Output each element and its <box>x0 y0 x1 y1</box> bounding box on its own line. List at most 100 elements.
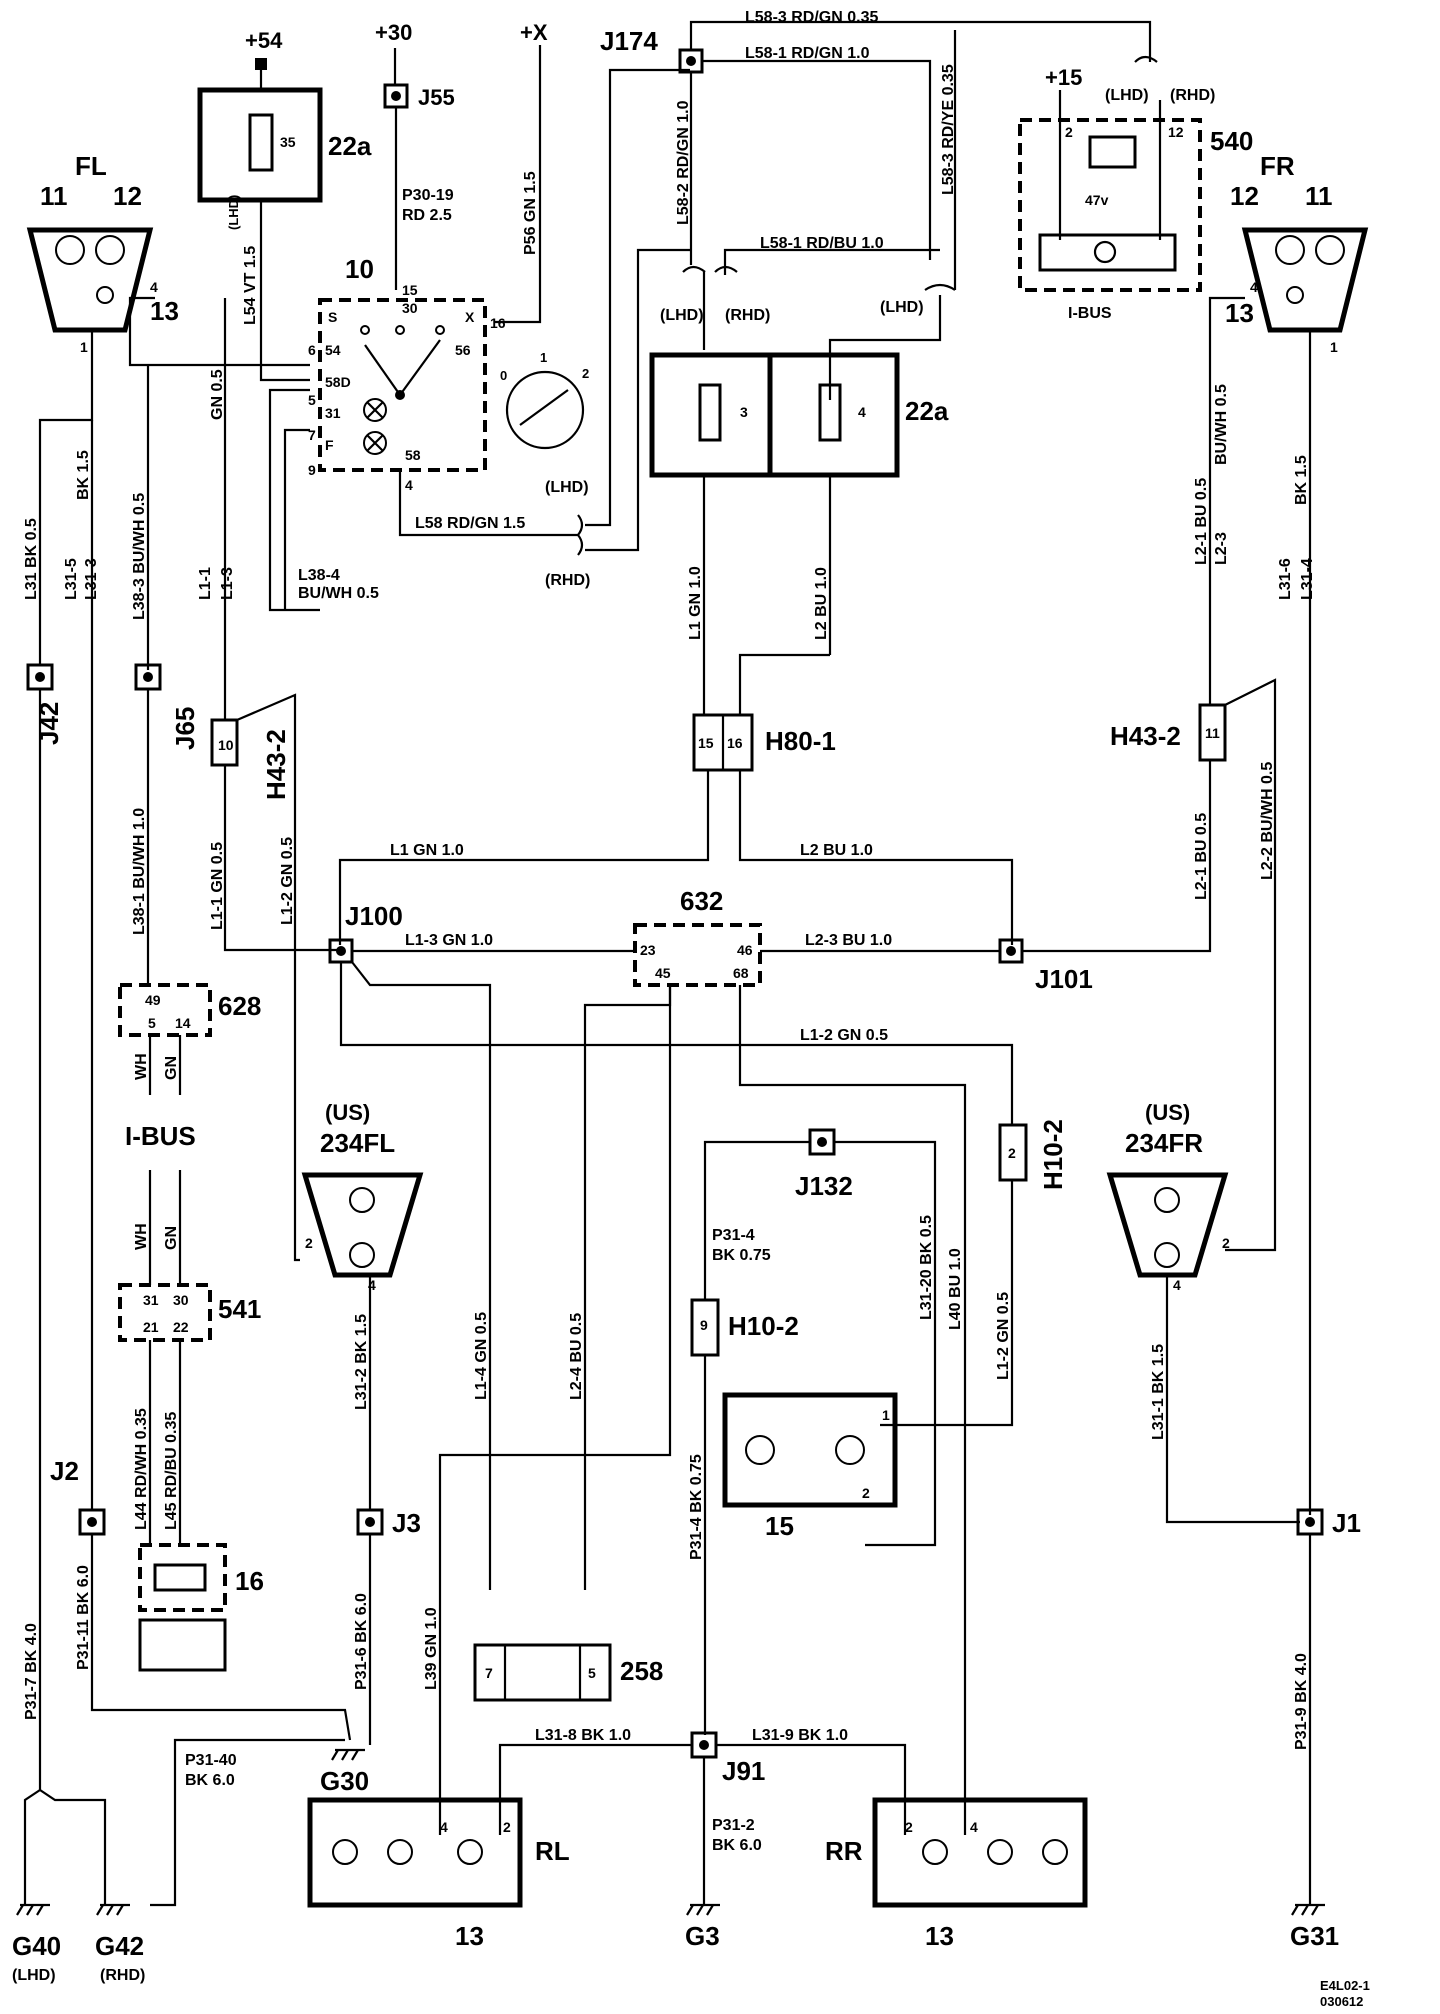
wire-l40-label: L40 BU 1.0 <box>947 1248 964 1330</box>
wire-l1-3-label: L1-3 <box>219 567 236 600</box>
wire-l58-rhd <box>585 248 690 552</box>
wire-bk075-label: BK 0.75 <box>712 1247 771 1264</box>
j2-label: J2 <box>50 1456 79 1486</box>
wire-l58-1-bu-label: L58-1 RD/BU 1.0 <box>760 235 884 252</box>
ground-g40-icon <box>16 1903 50 1916</box>
j101-label: J101 <box>1035 964 1093 994</box>
c234fl-label: 234FL <box>320 1128 395 1158</box>
component-541 <box>118 1283 212 1342</box>
fl-bulb-13 <box>96 286 114 304</box>
component-258 <box>473 1643 612 1702</box>
wire-l1-4-label: L1-4 GN 0.5 <box>473 1312 490 1400</box>
j132-label: J132 <box>795 1171 853 1201</box>
rear-right-lamp <box>872 1797 1088 1908</box>
wire-l1-2-gn-label: L1-2 GN 0.5 <box>279 837 296 925</box>
c632-pin-46: 46 <box>737 942 753 958</box>
fl-pin-1: 1 <box>80 339 88 355</box>
rear-left-lamp <box>307 1797 523 1908</box>
wire-l2-1-to-h43 <box>1022 760 1212 953</box>
wire-l39-label: L39 GN 1.0 <box>423 1607 440 1690</box>
wire-l58-3-top-label: L58-3 RD/GN 0.35 <box>745 9 878 26</box>
wire-p56-label: P56 GN 1.5 <box>522 171 539 255</box>
rr-bulb-3 <box>1042 1839 1068 1865</box>
wire-l31-6-label: L31-6 <box>1277 558 1294 600</box>
wire-l44-label: L44 RD/WH 0.35 <box>133 1408 150 1530</box>
rl-bulb-2 <box>387 1839 413 1865</box>
c540-pin-2: 2 <box>1065 124 1073 140</box>
side-marker-234fl <box>301 1172 424 1278</box>
knob-pos-0: 0 <box>500 368 507 383</box>
wire-l40 <box>738 985 967 1835</box>
fuse-box-22a-top <box>197 87 323 203</box>
ground-g3-icon <box>686 1903 720 1916</box>
c632-pin-23: 23 <box>640 942 656 958</box>
c540-label: 540 <box>1210 126 1253 156</box>
ref-code-2: 030612 <box>1320 1994 1363 2009</box>
g40-lhd-label: (LHD) <box>12 1967 56 1984</box>
headlight-symbol-icon <box>1088 135 1137 169</box>
c540-pin-12: 12 <box>1168 124 1184 140</box>
wire-rd25-label: RD 2.5 <box>402 207 452 224</box>
switch-pin-f: F <box>325 437 334 453</box>
wire-l31-1-label: L31-1 BK 1.5 <box>1150 1344 1167 1440</box>
wire-bk60-b-label: BK 6.0 <box>712 1837 762 1854</box>
rr-13-label: 13 <box>925 1921 954 1951</box>
wire-p31-4-label: P31-4 <box>712 1227 755 1244</box>
wire-l1-1-gn-label: L1-1 GN 0.5 <box>209 842 226 930</box>
c540-module <box>1038 233 1177 272</box>
light-switch-10 <box>318 298 487 472</box>
wire-bk60-label: BK 6.0 <box>185 1772 235 1789</box>
variant-lhd-d: (LHD) <box>1105 87 1149 104</box>
connector-j1-dot <box>1305 1517 1315 1527</box>
rr-bulb-1 <box>922 1839 948 1865</box>
wire-l1-2-v-label: L1-2 GN 0.5 <box>995 1292 1012 1380</box>
c16-label: 16 <box>235 1566 264 1596</box>
connector-j42-dot <box>35 672 45 682</box>
rl-pin-4: 4 <box>440 1819 448 1835</box>
h10-2-mid-pin: 9 <box>700 1317 708 1333</box>
wire-l31-5-label: L31-5 <box>63 558 80 600</box>
wire-wh1-label: WH <box>133 1053 150 1080</box>
ground-g42-icon <box>96 1903 130 1916</box>
234fl-bulb-2 <box>349 1242 375 1268</box>
c541-pin-22: 22 <box>173 1319 189 1335</box>
234fl-pin-4: 4 <box>368 1277 376 1293</box>
switch-pin-16: 16 <box>490 315 506 331</box>
fr-bulb-13 <box>1286 286 1304 304</box>
wire-l2-2-v-label: L2-2 BU/WH 0.5 <box>1259 762 1276 880</box>
c541-pin-30: 30 <box>173 1292 189 1308</box>
wire-l1-2-fl <box>236 693 300 1262</box>
switch-node-a <box>360 325 370 335</box>
rl-pin-2: 2 <box>503 1819 511 1835</box>
connector-j2-dot <box>87 1517 97 1527</box>
rl-bulb-1 <box>332 1839 358 1865</box>
ref-code-1: E4L02-1 <box>1320 1978 1370 1993</box>
fr-pin-11: 11 <box>1305 181 1333 211</box>
wire-l1-3-h-label: L1-3 GN 1.0 <box>405 932 493 949</box>
switch-ext-4: 4 <box>405 477 413 493</box>
c628-pin-5: 5 <box>148 1015 156 1031</box>
c540-volt-label: 47v <box>1085 192 1109 208</box>
wire-l58-lhd <box>585 68 690 527</box>
j65-label: J65 <box>170 707 200 750</box>
fuse-35 <box>248 113 274 172</box>
j91-label: J91 <box>722 1756 765 1786</box>
switch-node-c <box>435 325 445 335</box>
j55-label: J55 <box>418 85 455 110</box>
wire-p30-19-label: P30-19 <box>402 187 454 204</box>
g40-label: G40 <box>12 1931 61 1961</box>
wire-wh2-label: WH <box>133 1223 150 1250</box>
234fr-bulb-1 <box>1154 1187 1180 1213</box>
fl-13-label: 13 <box>150 296 179 326</box>
wire-l31-20 <box>834 1140 937 1547</box>
switch-contact-1 <box>364 344 401 396</box>
wire-l31-1 <box>1165 1275 1300 1524</box>
fl-pin-11: 11 <box>40 181 68 211</box>
transistor-icon <box>1093 240 1117 264</box>
j1-label: J1 <box>1332 1508 1361 1538</box>
wire-l38-4-label: L38-4 <box>298 567 340 584</box>
fr-bulb-12 <box>1275 235 1305 265</box>
connector-j55-dot <box>391 91 401 101</box>
switch-pin-58d: 58D <box>325 374 351 390</box>
